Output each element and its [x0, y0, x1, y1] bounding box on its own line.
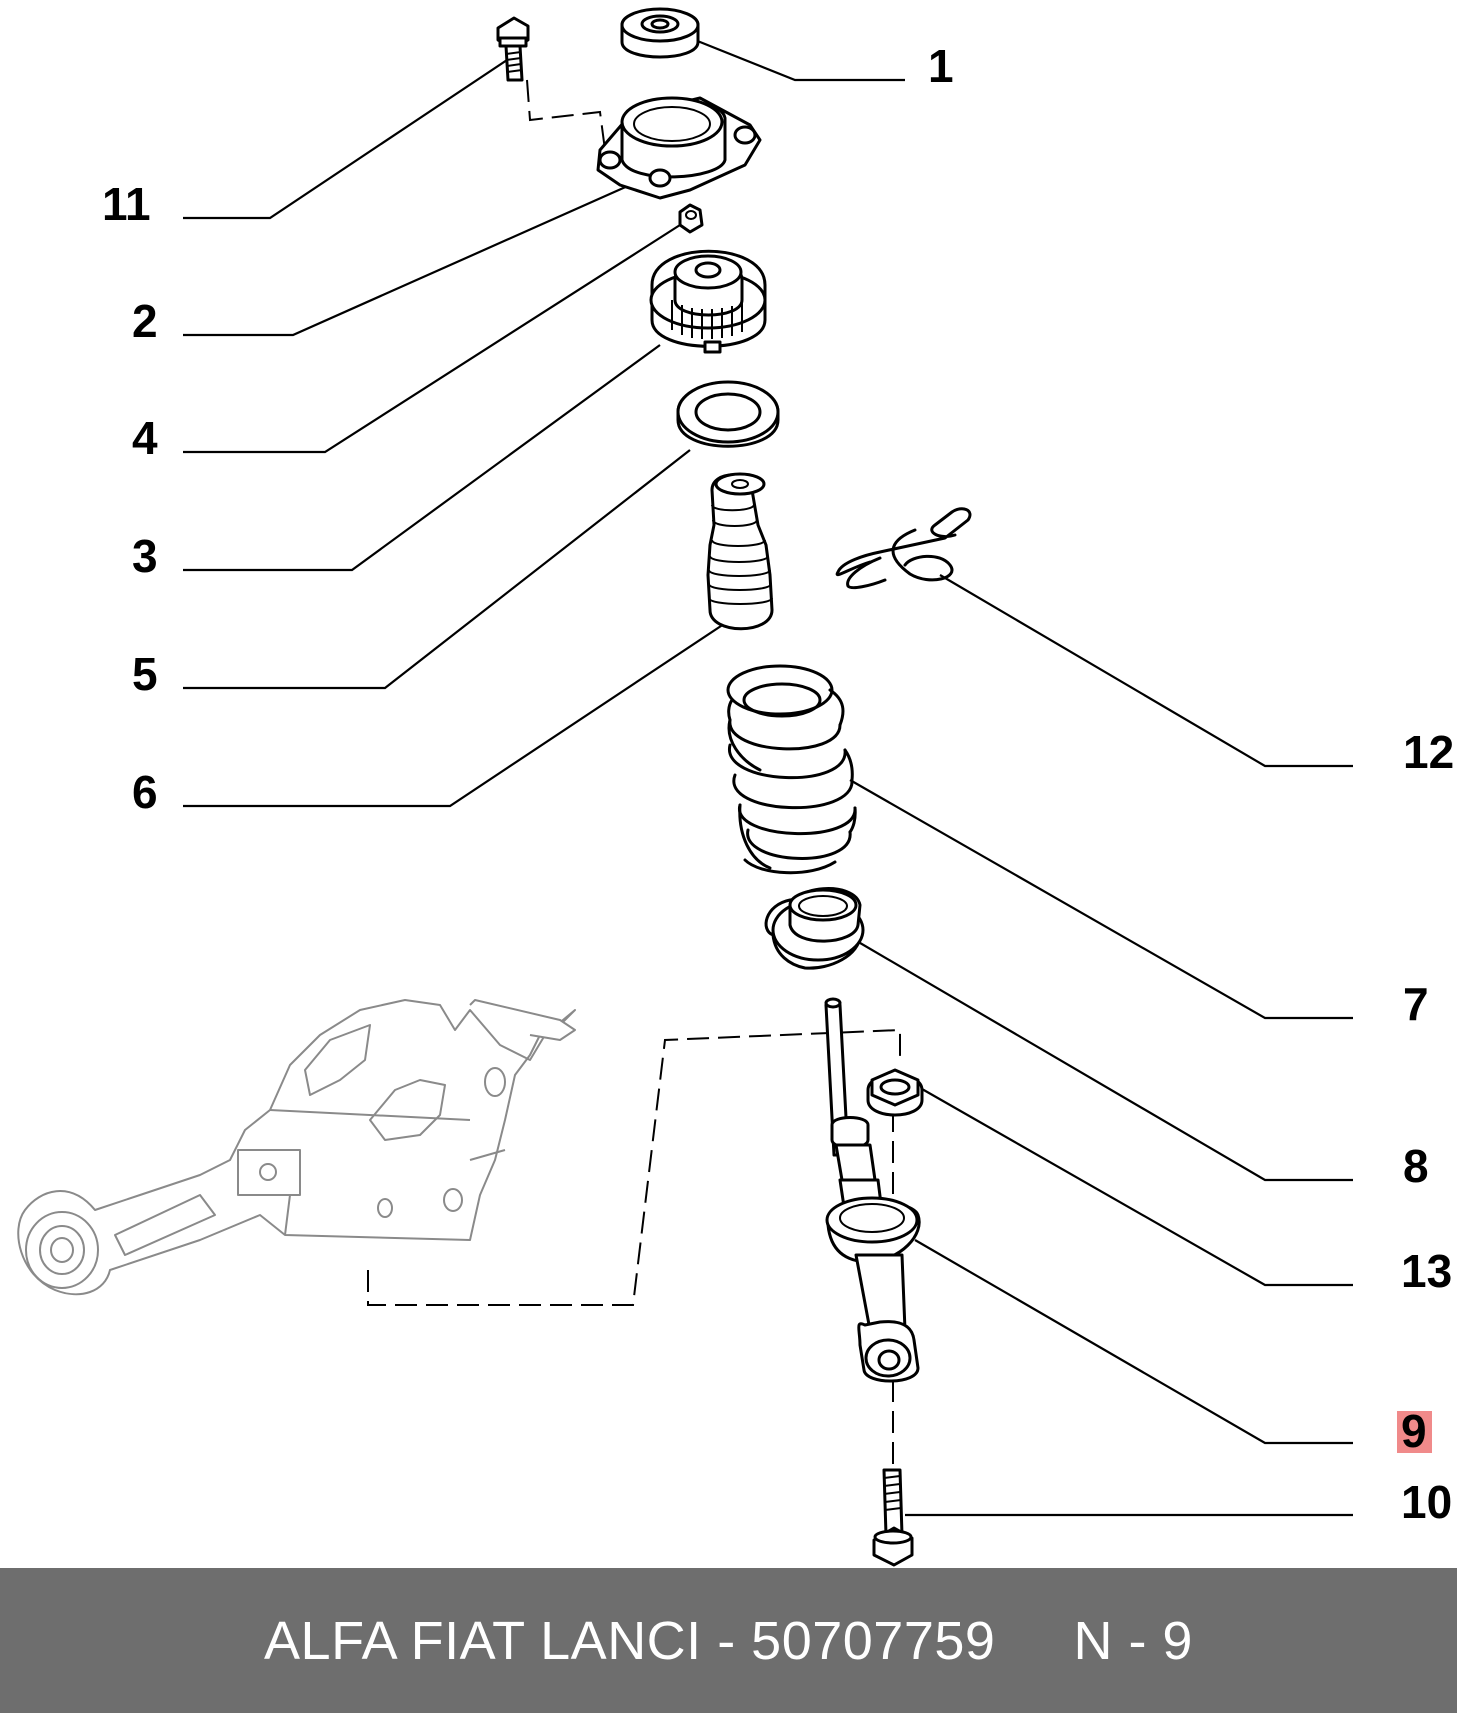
leader-lines: [183, 36, 1353, 1517]
part-8-lower-spring-seat: [764, 887, 865, 970]
footer-part-label: ALFA FIAT LANCI - 50707759: [264, 1610, 996, 1671]
assembly-guide-lines: [367, 79, 901, 1470]
part-10-long-bolt: [872, 1468, 914, 1567]
part-7-coil-spring: [726, 664, 857, 875]
callout-9: 9: [1401, 1405, 1427, 1457]
footer-page-ref: N - 9: [1073, 1610, 1193, 1671]
callout-8: 8: [1403, 1140, 1429, 1192]
callout-5: 5: [132, 648, 158, 700]
callout-12: 12: [1403, 726, 1454, 778]
rear-subframe-ghost: [17, 999, 576, 1296]
callout-6: 6: [132, 766, 158, 818]
exploded-parts-diagram: 1 11 2 4 3 5 6 12 7 8 13 9 10: [17, 7, 1454, 1567]
callout-7: 7: [1403, 978, 1429, 1030]
callout-2: 2: [132, 295, 158, 347]
callout-3: 3: [132, 530, 158, 582]
callout-9-highlight: [1397, 1411, 1432, 1453]
callout-13: 13: [1401, 1245, 1452, 1297]
callout-10: 10: [1401, 1476, 1452, 1528]
footer-caption-bar: ALFA FIAT LANCI - 50707759 N - 9: [0, 1568, 1457, 1713]
part-2-top-mount-plate: [596, 96, 762, 200]
part-3-strut-mount: [649, 249, 767, 354]
part-9-shock-absorber: [824, 997, 921, 1383]
callout-4: 4: [132, 412, 158, 464]
part-1-rubber-cap: [620, 7, 700, 59]
part-4-nut: [678, 203, 704, 234]
part-13-nut: [866, 1068, 924, 1117]
part-11-mounting-bolt: [496, 16, 530, 82]
part-6-dust-boot: [706, 472, 774, 631]
part-12-retaining-clip: [835, 507, 972, 590]
callout-11: 11: [102, 178, 151, 230]
part-5-spring-seat-ring: [676, 380, 780, 448]
callout-labels: 1 11 2 4 3 5 6 12 7 8 13 9 10: [102, 40, 1454, 1528]
callout-1: 1: [928, 40, 954, 92]
